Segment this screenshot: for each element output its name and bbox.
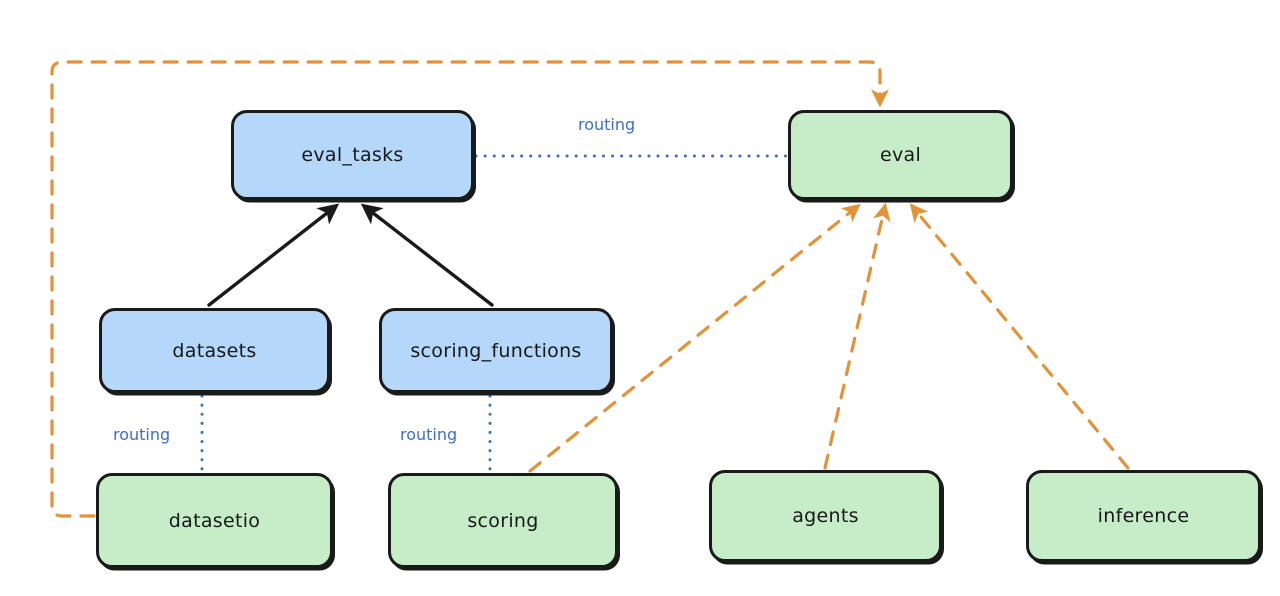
node-label-inference: inference bbox=[1097, 505, 1190, 527]
node-datasets[interactable]: datasets bbox=[99, 308, 330, 393]
edge-scoring-functions-to-eval-tasks bbox=[360, 203, 494, 307]
node-eval-tasks[interactable]: eval_tasks bbox=[231, 110, 474, 200]
edge-datasets-to-eval-tasks bbox=[207, 203, 340, 307]
node-label-agents: agents bbox=[792, 505, 859, 527]
edge-label-routing-eval-tasks-eval: routing bbox=[578, 115, 636, 134]
node-label-scoring: scoring bbox=[467, 509, 539, 532]
edge-inference-to-eval bbox=[909, 203, 1130, 470]
node-eval[interactable]: eval bbox=[788, 110, 1013, 200]
node-agents[interactable]: agents bbox=[709, 470, 942, 562]
node-label-eval-tasks: eval_tasks bbox=[301, 144, 404, 166]
edge-datasetio-to-eval bbox=[50, 60, 890, 518]
node-label-eval: eval bbox=[879, 144, 922, 166]
edge-label-routing-datasets-datasetio: routing bbox=[113, 425, 171, 444]
edge-agents-to-eval bbox=[823, 202, 891, 470]
node-label-datasets: datasets bbox=[172, 339, 257, 362]
node-label-scoring-functions: scoring_functions bbox=[410, 339, 582, 362]
edge-label-routing-scoring-functions-scoring: routing bbox=[400, 425, 458, 444]
node-label-datasetio: datasetio bbox=[168, 509, 261, 532]
node-scoring-functions[interactable]: scoring_functions bbox=[379, 308, 613, 393]
node-datasetio[interactable]: datasetio bbox=[96, 473, 333, 568]
node-scoring[interactable]: scoring bbox=[388, 473, 618, 568]
node-inference[interactable]: inference bbox=[1026, 470, 1261, 562]
